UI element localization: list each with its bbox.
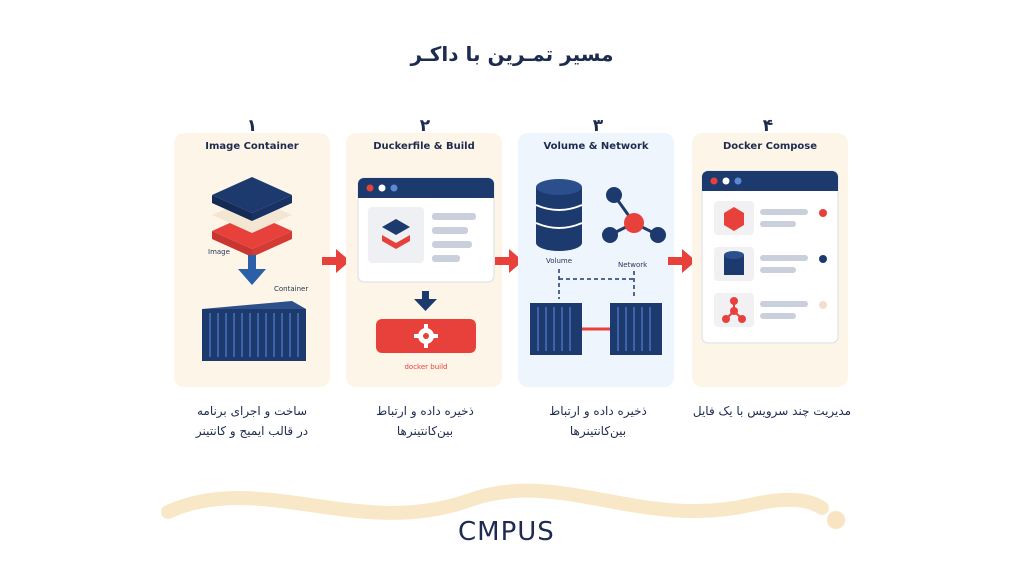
volume-label: Volume [546,257,572,265]
step-title-1: Image Container [205,141,299,152]
docker-compose-illustration [701,170,839,344]
arrow-right-icon [668,249,696,273]
caption-line: بین‌کانتینرها [396,424,454,438]
caption-line: مدیریت چند سرویس با یک فایل [692,404,852,418]
caption-line: بین‌کانتینرها [569,424,627,438]
step-caption-4: مدیریت چند سرویس با یک فایل [672,401,872,421]
step-caption-1: ساخت و اجرای برنامه در قالب ایمیج و کانت… [162,401,342,441]
step-caption-3: ذخیره داده و ارتباط بین‌کانتینرها [508,401,688,441]
image-container-illustration: Image Container [202,177,308,361]
step-number-2: ۲ [419,116,431,136]
step-title-4: Docker Compose [722,141,818,152]
gear-icon [414,324,438,348]
image-label: Image [208,248,230,256]
caption-line: در قالب ایمیج و کانتینر [195,424,309,438]
volume-network-illustration: Volume Network [530,179,666,355]
step-number-3: ۳ [592,116,604,136]
database-icon [535,179,583,251]
step-caption-2: ذخیره داده و ارتباط بین‌کانتینرها [335,401,515,441]
dockerfile-build-illustration: docker build [357,177,495,371]
container-label: Container [274,285,308,293]
step-number-4: ۴ [762,116,774,136]
step-number-1: ۱ [246,116,258,136]
docker-build-label: docker build [404,363,447,371]
caption-line: ذخیره داده و ارتباط [549,404,647,418]
arrow-right-icon [495,249,523,273]
step-card-1: Image Container Image Container [174,133,330,387]
network-label: Network [618,261,648,269]
network-icon [602,187,666,243]
caption-line: ذخیره داده و ارتباط [376,404,474,418]
campus-logo: CMPUS [458,517,555,547]
caption-line: ساخت و اجرای برنامه [196,404,308,418]
arrow-right-icon [322,249,350,273]
step-title-3: Volume & Network [543,141,649,152]
step-card-4: Docker Compose [692,133,848,387]
step-card-3: Volume & Network Volume Network [518,133,674,387]
step-title-2: Duckerfile & Build [373,141,475,152]
step-card-2: Duckerfile & Build docker build [346,133,502,387]
page-title: مسیر تمـرین با داکـر [410,42,614,66]
